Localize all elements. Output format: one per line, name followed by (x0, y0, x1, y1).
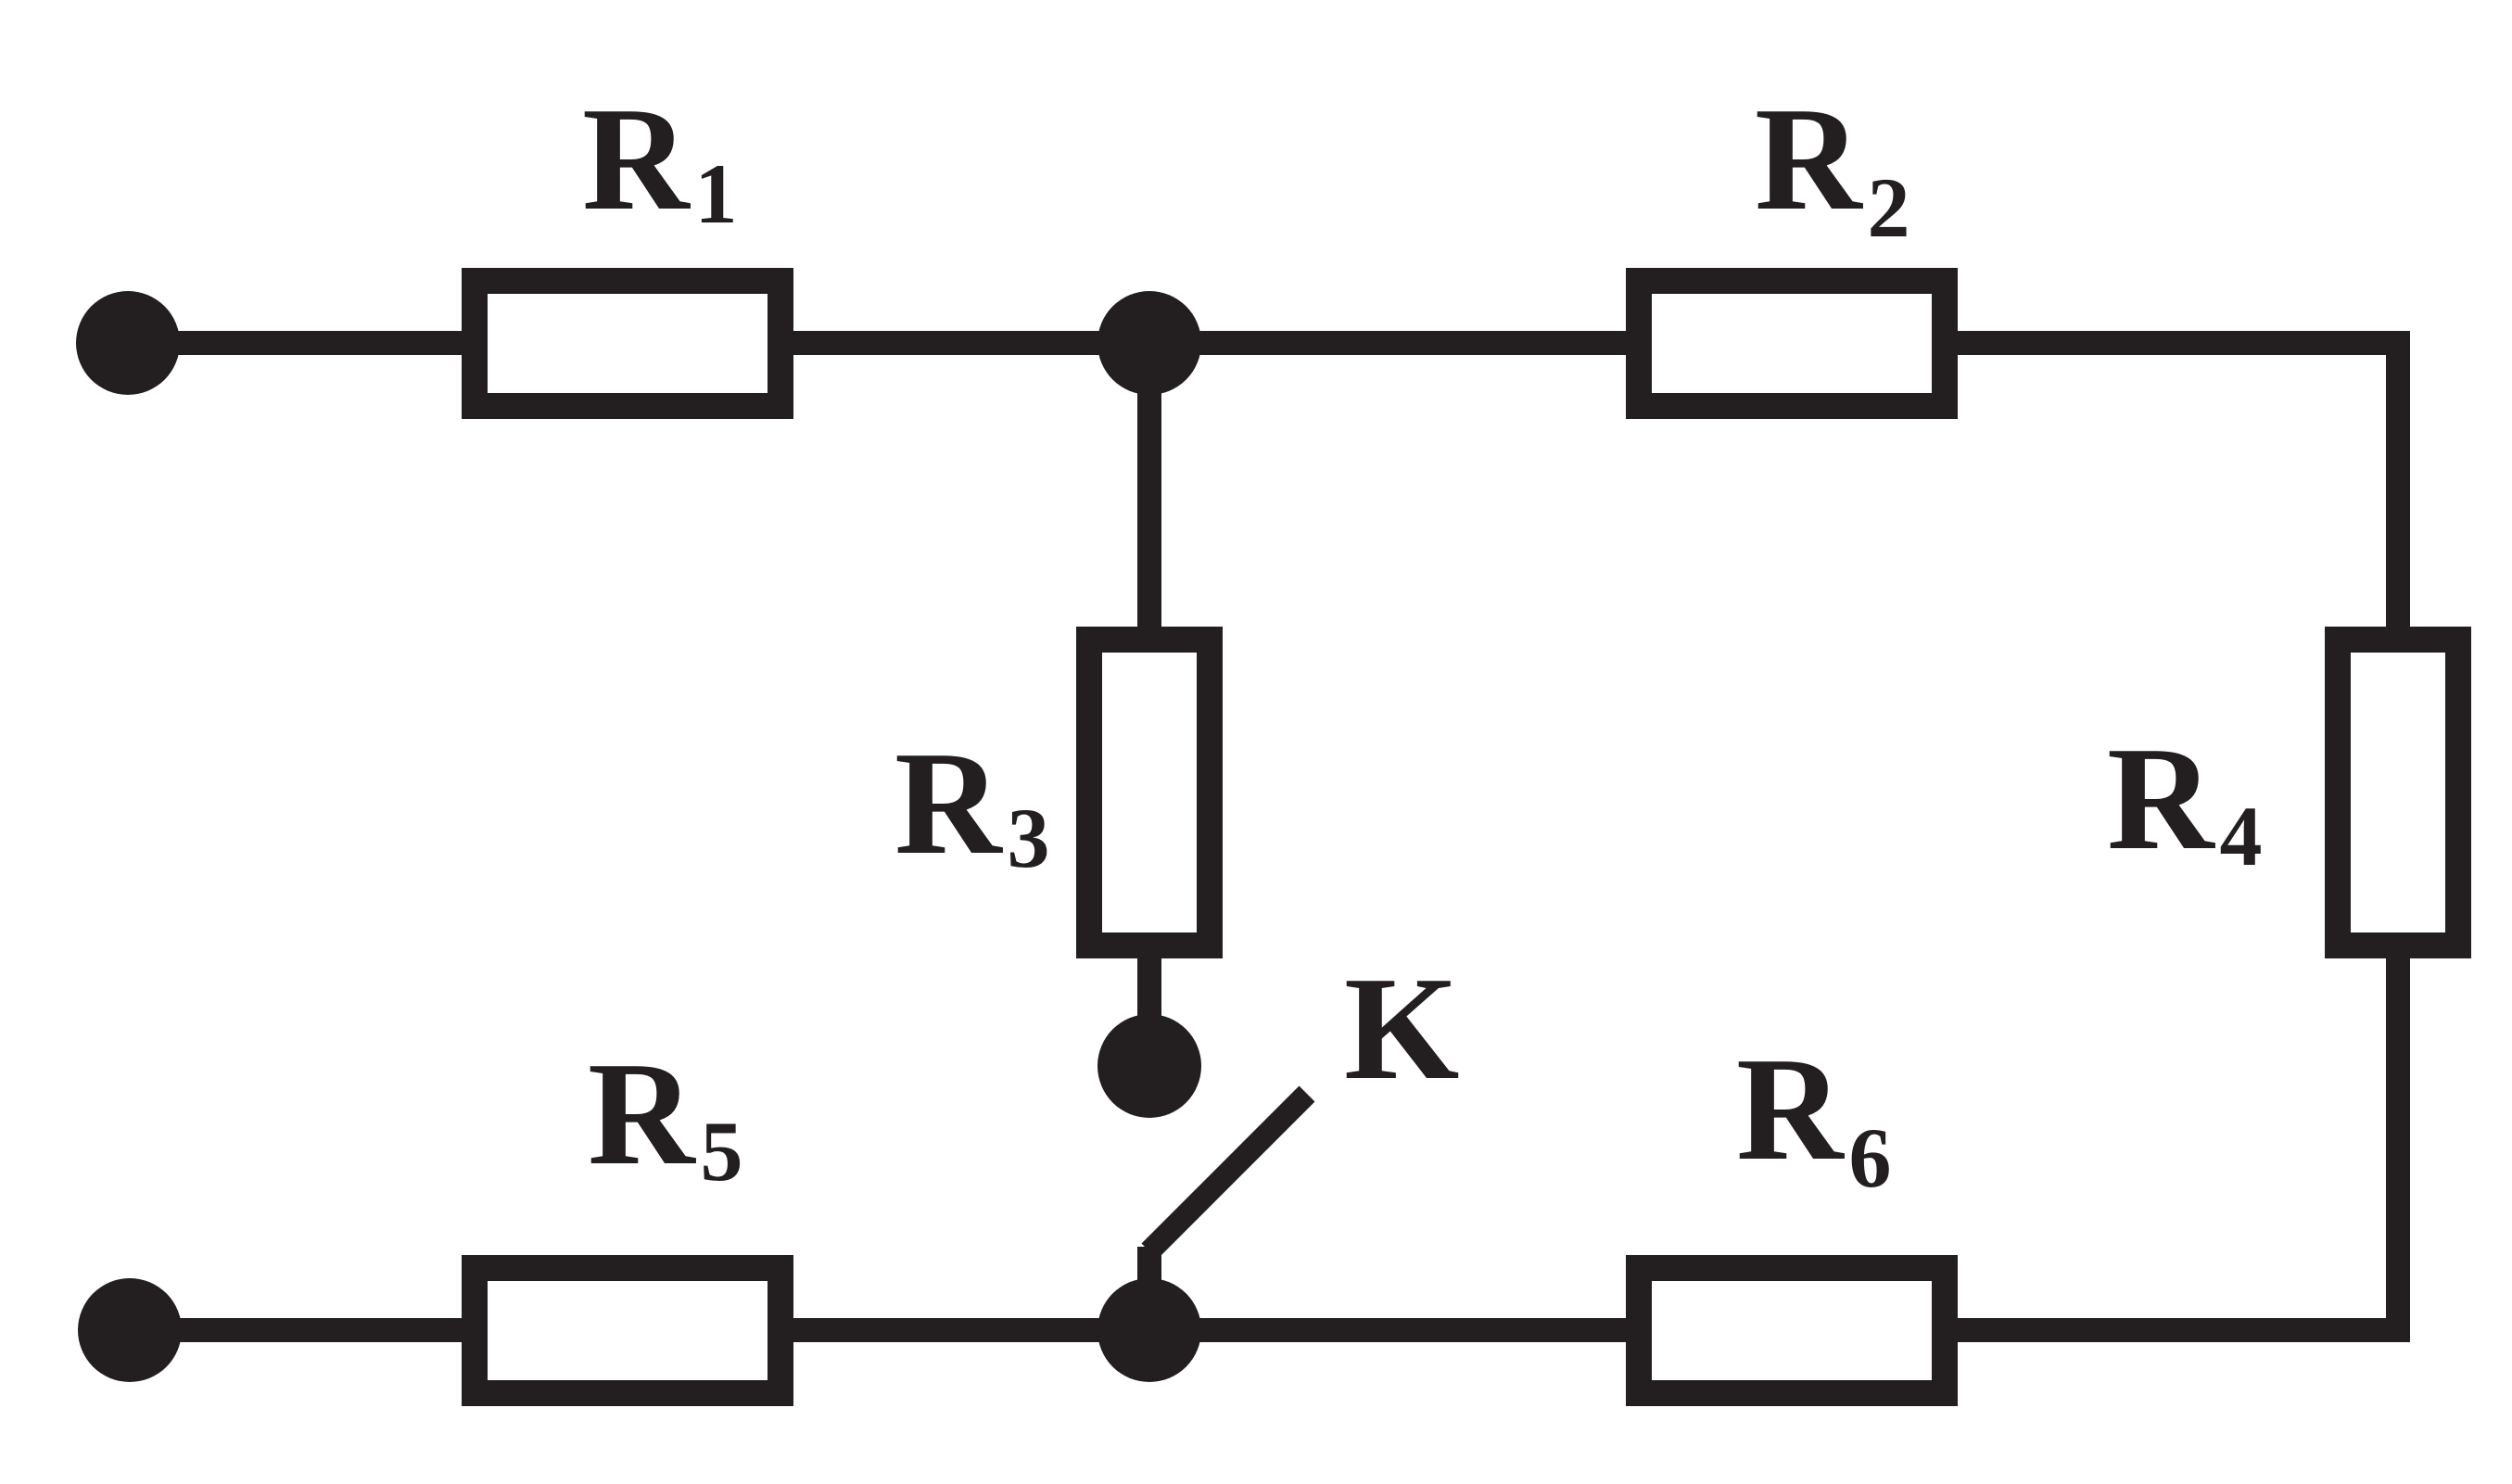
switch-contact-terminal (1097, 1014, 1201, 1118)
label-r4-subscript: 4 (2220, 789, 2263, 883)
resistor-r4 (2325, 627, 2471, 958)
label-r1: R1 (582, 76, 738, 241)
wires (130, 331, 2410, 1342)
label-r1-subscript: 1 (695, 146, 738, 241)
resistor-r5 (462, 1255, 793, 1406)
label-r2-subscript: 2 (1868, 160, 1910, 255)
label-r2-letter: R (1755, 76, 1863, 241)
label-r3-subscript: 3 (1008, 791, 1050, 885)
label-r6: R6 (1736, 1026, 1892, 1205)
label-r1-letter: R (582, 76, 691, 241)
label-switch-k: K (1344, 945, 1459, 1110)
resistor-r6 (1626, 1255, 1958, 1406)
junction-bottom (1097, 1278, 1201, 1382)
labels: R1 R2 R3 R4 R5 R6 K (582, 76, 2263, 1205)
nodes (76, 291, 1201, 1382)
resistor-r3 (1076, 627, 1223, 958)
junction-top (1097, 291, 1201, 395)
label-r5-subscript: 5 (701, 1104, 743, 1199)
input-terminal-bottom (78, 1278, 182, 1382)
label-r5-letter: R (588, 1031, 696, 1196)
label-r2: R2 (1755, 76, 1910, 255)
resistor-r1 (462, 268, 793, 419)
label-r4: R4 (2107, 716, 2263, 883)
label-r3-letter: R (894, 720, 1003, 885)
label-r3: R3 (894, 720, 1050, 885)
label-r5: R5 (588, 1031, 743, 1199)
input-terminal-top (76, 291, 180, 395)
label-r6-subscript: 6 (1849, 1110, 1892, 1205)
label-r6-letter: R (1736, 1026, 1845, 1191)
label-r4-letter: R (2107, 716, 2215, 881)
resistors (462, 268, 2471, 1406)
switch-k-blade (1141, 1085, 1315, 1260)
resistor-r2 (1626, 268, 1958, 419)
